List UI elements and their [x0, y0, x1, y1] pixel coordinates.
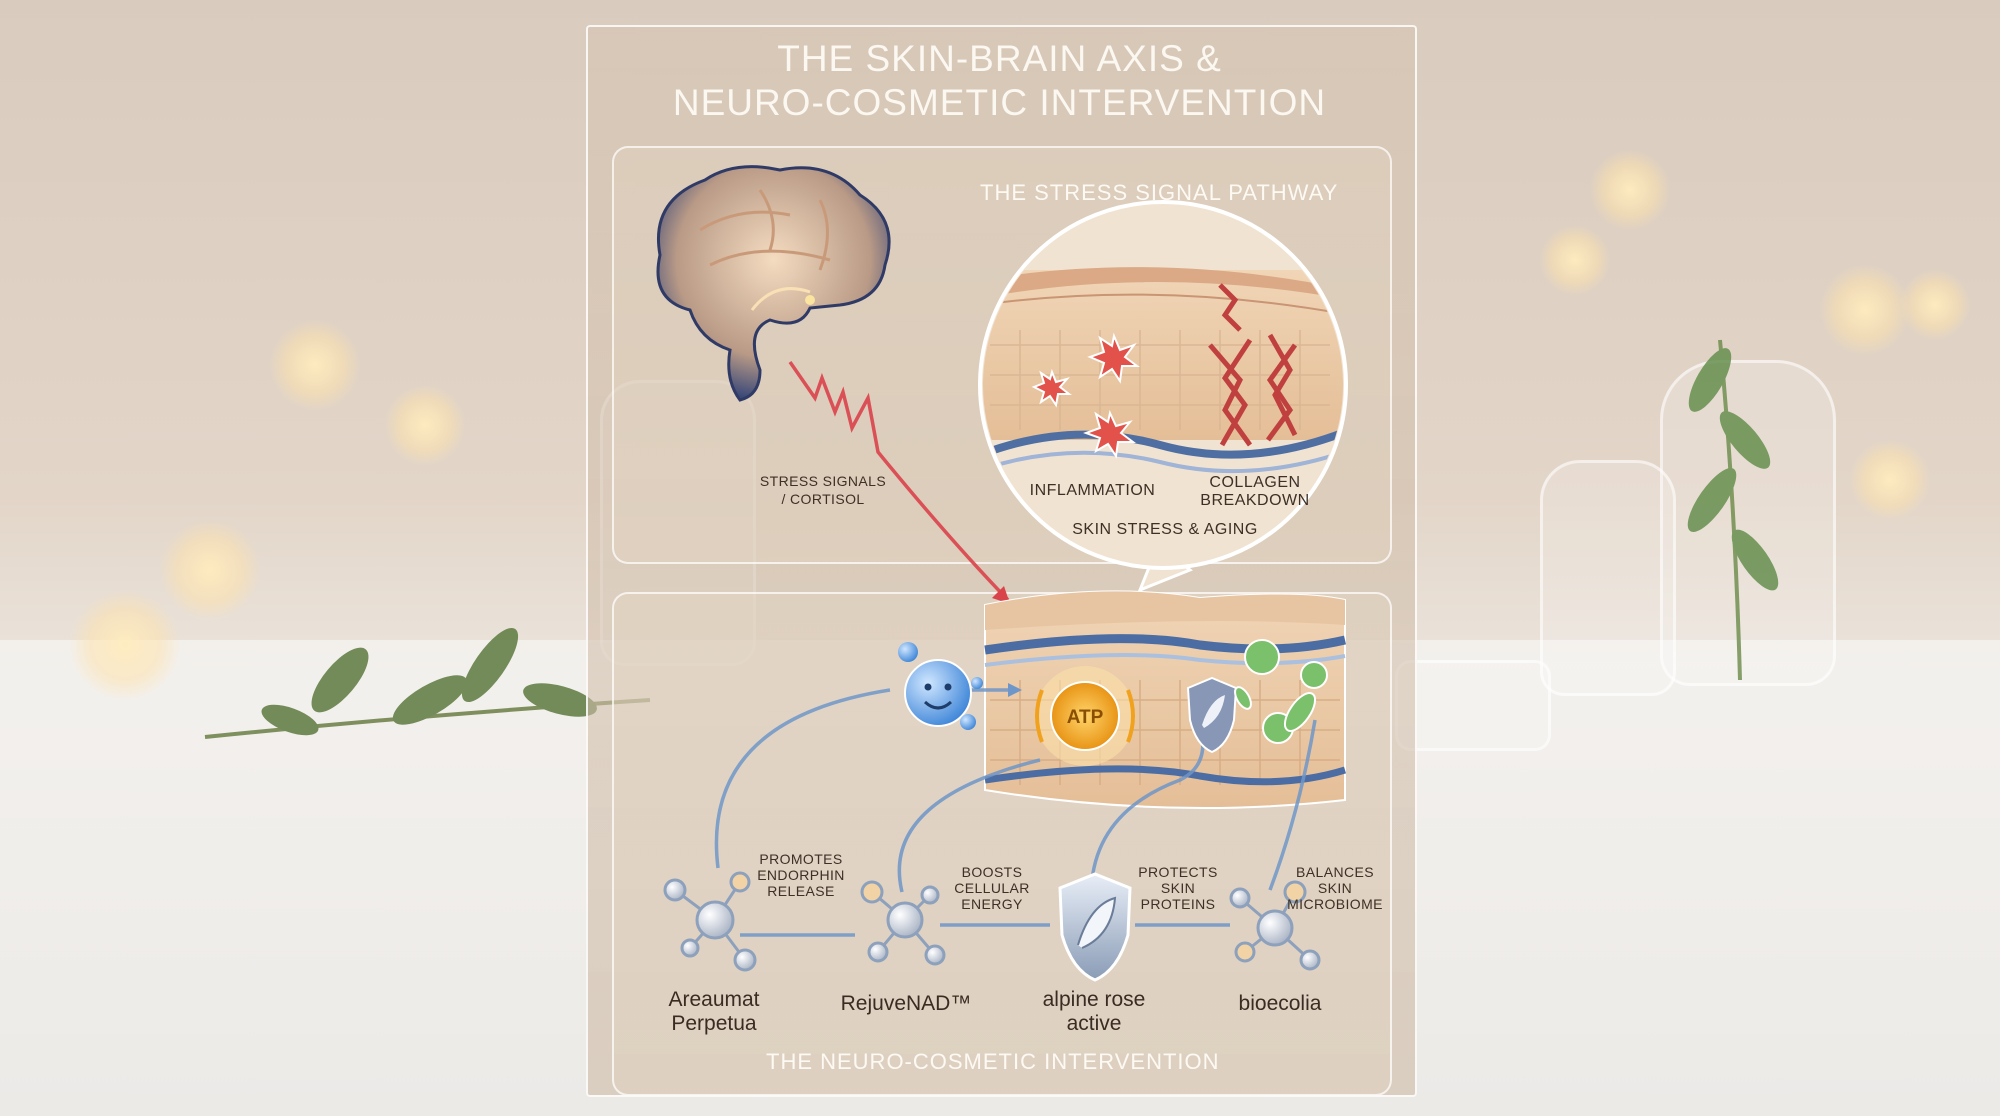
- collagen-label-line1: COLLAGEN: [1209, 474, 1301, 491]
- background-dish: [1395, 660, 1551, 751]
- skin-stress-caption: SKIN STRESS & AGING: [1072, 521, 1258, 538]
- ingredient-bioecolia: bioecolia: [1238, 992, 1322, 1015]
- pathway-lines: [714, 688, 1317, 937]
- ingredient-alpine-rose-line2: active: [1066, 1012, 1122, 1035]
- action-label-energy-1: BOOSTS: [961, 864, 1023, 880]
- action-label-endorphin-2: ENDORPHIN: [757, 867, 845, 883]
- ingredient-alpine-rose-line1: alpine rose: [1042, 988, 1146, 1011]
- bokeh-light: [1900, 270, 1970, 340]
- stress-signals-label-line2: / CORTISOL: [781, 491, 865, 507]
- collagen-fiber-icon: [1208, 283, 1298, 447]
- bokeh-light: [70, 590, 180, 700]
- action-label-microbiome-1: BALANCES: [1296, 864, 1374, 880]
- ingredient-rejuvenad: RejuveNAD™: [840, 992, 972, 1015]
- bokeh-light: [270, 320, 360, 410]
- shield-leaf-icon: [1058, 872, 1132, 982]
- stress-signals-label-line1: STRESS SIGNALS: [759, 473, 887, 489]
- action-label-energy-2: CELLULAR: [954, 880, 1030, 896]
- ingredient-areaumat-line1: Areaumat: [668, 988, 760, 1011]
- brain-icon: [656, 165, 891, 402]
- main-title-line1: THE SKIN-BRAIN AXIS &: [777, 38, 1222, 79]
- leaf-sprig-right: [1687, 339, 1779, 681]
- action-label-energy-3: ENERGY: [961, 896, 1023, 912]
- bokeh-light: [385, 385, 465, 465]
- pathway-arrowhead: [1008, 683, 1022, 697]
- molecule-icon: [663, 871, 757, 972]
- inflammation-star-icon: [1031, 332, 1140, 459]
- molecule-icon: [1229, 880, 1321, 971]
- main-title-line2: NEURO-COSMETIC INTERVENTION: [672, 82, 1327, 123]
- bokeh-light: [160, 520, 260, 620]
- atp-badge-icon: [1035, 666, 1135, 766]
- action-label-microbiome-2: SKIN: [1317, 880, 1353, 896]
- action-label-proteins-1: PROTECTS: [1138, 864, 1218, 880]
- shield-leaf-icon: [1186, 676, 1238, 754]
- collagen-label-line2: BREAKDOWN: [1200, 492, 1310, 509]
- intervention-panel-heading: THE NEURO-COSMETIC INTERVENTION: [766, 1049, 1220, 1074]
- action-label-proteins-2: SKIN: [1160, 880, 1196, 896]
- ingredient-areaumat-line2: Perpetua: [671, 1012, 757, 1035]
- bokeh-light: [1850, 440, 1930, 520]
- background-flask: [1540, 460, 1676, 696]
- action-label-proteins-3: PROTEINS: [1140, 896, 1216, 912]
- bokeh-light: [1820, 265, 1910, 355]
- atp-label: ATP: [1067, 707, 1104, 728]
- action-label-microbiome-3: MICROBIOME: [1287, 896, 1383, 912]
- bokeh-light: [1540, 225, 1610, 295]
- action-label-endorphin-3: RELEASE: [767, 883, 835, 899]
- action-label-endorphin-1: PROMOTES: [759, 851, 843, 867]
- bokeh-light: [1590, 150, 1670, 230]
- inflammation-label: INFLAMMATION: [1029, 482, 1156, 499]
- lightning-arrow-icon: [788, 361, 1010, 604]
- microbe-icon: [1234, 639, 1328, 744]
- molecule-icon: [860, 880, 946, 966]
- smiley-molecule-icon: [898, 642, 983, 730]
